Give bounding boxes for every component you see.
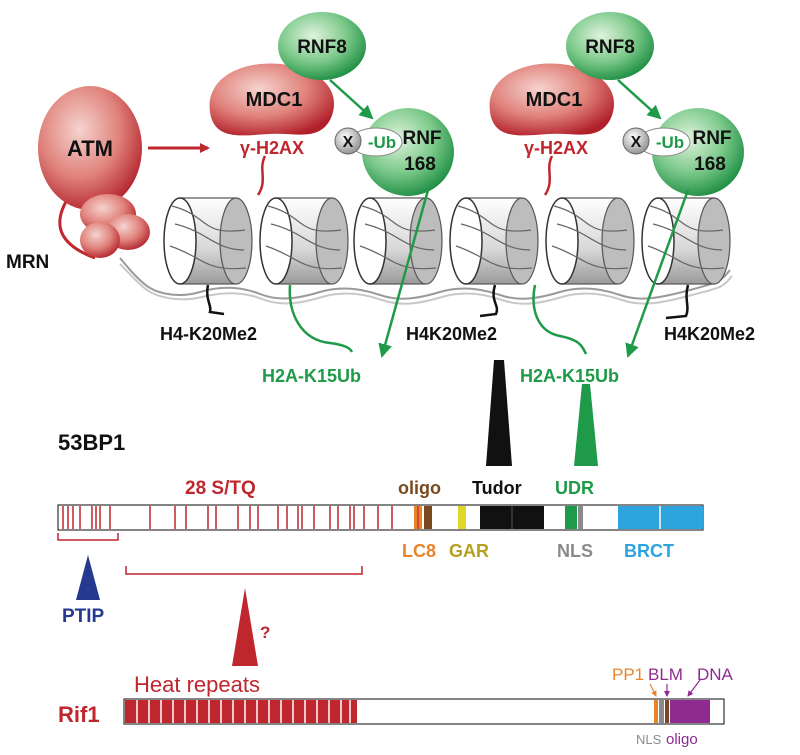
h4k20-left-label: H4-K20Me2 (160, 324, 257, 344)
question-label: ? (260, 623, 270, 642)
udr-domain (565, 506, 577, 529)
nucleosome-1 (163, 197, 253, 285)
mdc1-right-blob (489, 63, 615, 136)
nucleosome-3 (353, 197, 443, 285)
gh2ax-left-label: γ-H2AX (240, 138, 304, 158)
h2a-tail-1 (288, 284, 354, 353)
dna-label: DNA (697, 665, 734, 684)
rif1-oligo-domain (670, 700, 710, 723)
h4-tail-2 (479, 284, 499, 318)
rnf168-right-label-1: RNF (692, 128, 731, 149)
rif1-nls-label: NLS (636, 732, 662, 747)
h2a-right-label: H2A-K15Ub (520, 366, 619, 386)
h4-tail-1 (206, 284, 225, 316)
oligo-53bp1-label: oligo (398, 478, 441, 498)
h4-tail-3 (665, 284, 690, 320)
rif1-nls-site (659, 700, 664, 723)
lc8-label: LC8 (402, 541, 436, 561)
rnf8-left-arrow (329, 79, 374, 120)
x-right-label: X (631, 134, 642, 151)
gh2ax-tail-2 (543, 155, 554, 196)
rnf168-right-arrow (625, 189, 690, 358)
tudor-label: Tudor (472, 478, 522, 498)
mdc1-right-label: MDC1 (526, 89, 583, 111)
ptip-wedge (76, 555, 100, 600)
rnf8-left-blob (278, 12, 366, 80)
ptip-bracket (57, 533, 119, 541)
nucleosome-6 (641, 197, 731, 285)
nucleosome-4 (449, 197, 539, 285)
blm-label: BLM (648, 665, 683, 684)
x-left-circle (334, 127, 362, 155)
heat-wedge (232, 588, 258, 666)
mrn-label: MRN (6, 252, 49, 273)
pp1-label: PP1 (612, 665, 644, 684)
mrn-blob-3 (80, 222, 120, 258)
heat-repeat-dividers (136, 700, 351, 723)
ub-left-label: -Ub (368, 133, 396, 152)
oligo-domain (424, 506, 432, 529)
x-left-label: X (343, 134, 354, 151)
rif1-title: Rif1 (58, 702, 100, 727)
stq-label: 28 S/TQ (185, 478, 256, 499)
rif1-oligo-label: oligo (666, 731, 698, 748)
stq-sites (62, 506, 393, 529)
x-right-circle (622, 127, 650, 155)
mdc1-left-label: MDC1 (246, 89, 303, 111)
h2a-left-label: H2A-K15Ub (262, 366, 361, 386)
h4k20-mid-label: H4K20Me2 (406, 324, 497, 344)
pp1-arrow (649, 683, 657, 697)
rnf8-right-label: RNF8 (585, 37, 635, 58)
atm-blob (38, 86, 142, 210)
rnf8-left-label: RNF8 (297, 37, 347, 58)
heat-bracket (125, 566, 363, 575)
rif1-blm-site (665, 700, 669, 723)
nucleosome-2 (259, 197, 349, 285)
udr-binding-wedge (574, 384, 598, 466)
gar-domain (458, 506, 466, 529)
tudor-binding-wedge (486, 360, 512, 466)
brct-label: BRCT (624, 541, 674, 561)
nls-53bp1-label: NLS (557, 541, 593, 561)
dna-strand (119, 257, 733, 305)
gh2ax-right-label: γ-H2AX (524, 138, 588, 158)
gar-label: GAR (449, 541, 489, 561)
dna-arrow (687, 679, 701, 697)
ub-right-label: -Ub (656, 133, 684, 152)
nucleosome-5 (545, 197, 635, 285)
ptip-label: PTIP (62, 606, 105, 627)
bp53-bar (57, 504, 704, 531)
rif1-pp1-site (654, 700, 658, 723)
rnf8-right-blob (566, 12, 654, 80)
heat-region (125, 700, 357, 723)
atm-mrn-linker (58, 194, 96, 260)
h2a-tail-2 (532, 284, 588, 355)
h4k20-right-label: H4K20Me2 (664, 324, 755, 344)
rnf168-right-label-2: 168 (694, 154, 726, 175)
rnf168-left-arrow (378, 189, 430, 358)
udr-label: UDR (555, 478, 594, 498)
bp53-title: 53BP1 (58, 430, 125, 455)
gh2ax-tail-1 (256, 155, 267, 196)
rnf168-left-label-1: RNF (402, 128, 441, 149)
mdc1-left-blob (209, 63, 335, 136)
rnf168-left-label-2: 168 (404, 154, 436, 175)
rnf8-right-arrow (617, 79, 662, 120)
nls-domain (578, 506, 583, 529)
atm-label: ATM (67, 136, 113, 161)
heat-label: Heat repeats (134, 672, 260, 697)
